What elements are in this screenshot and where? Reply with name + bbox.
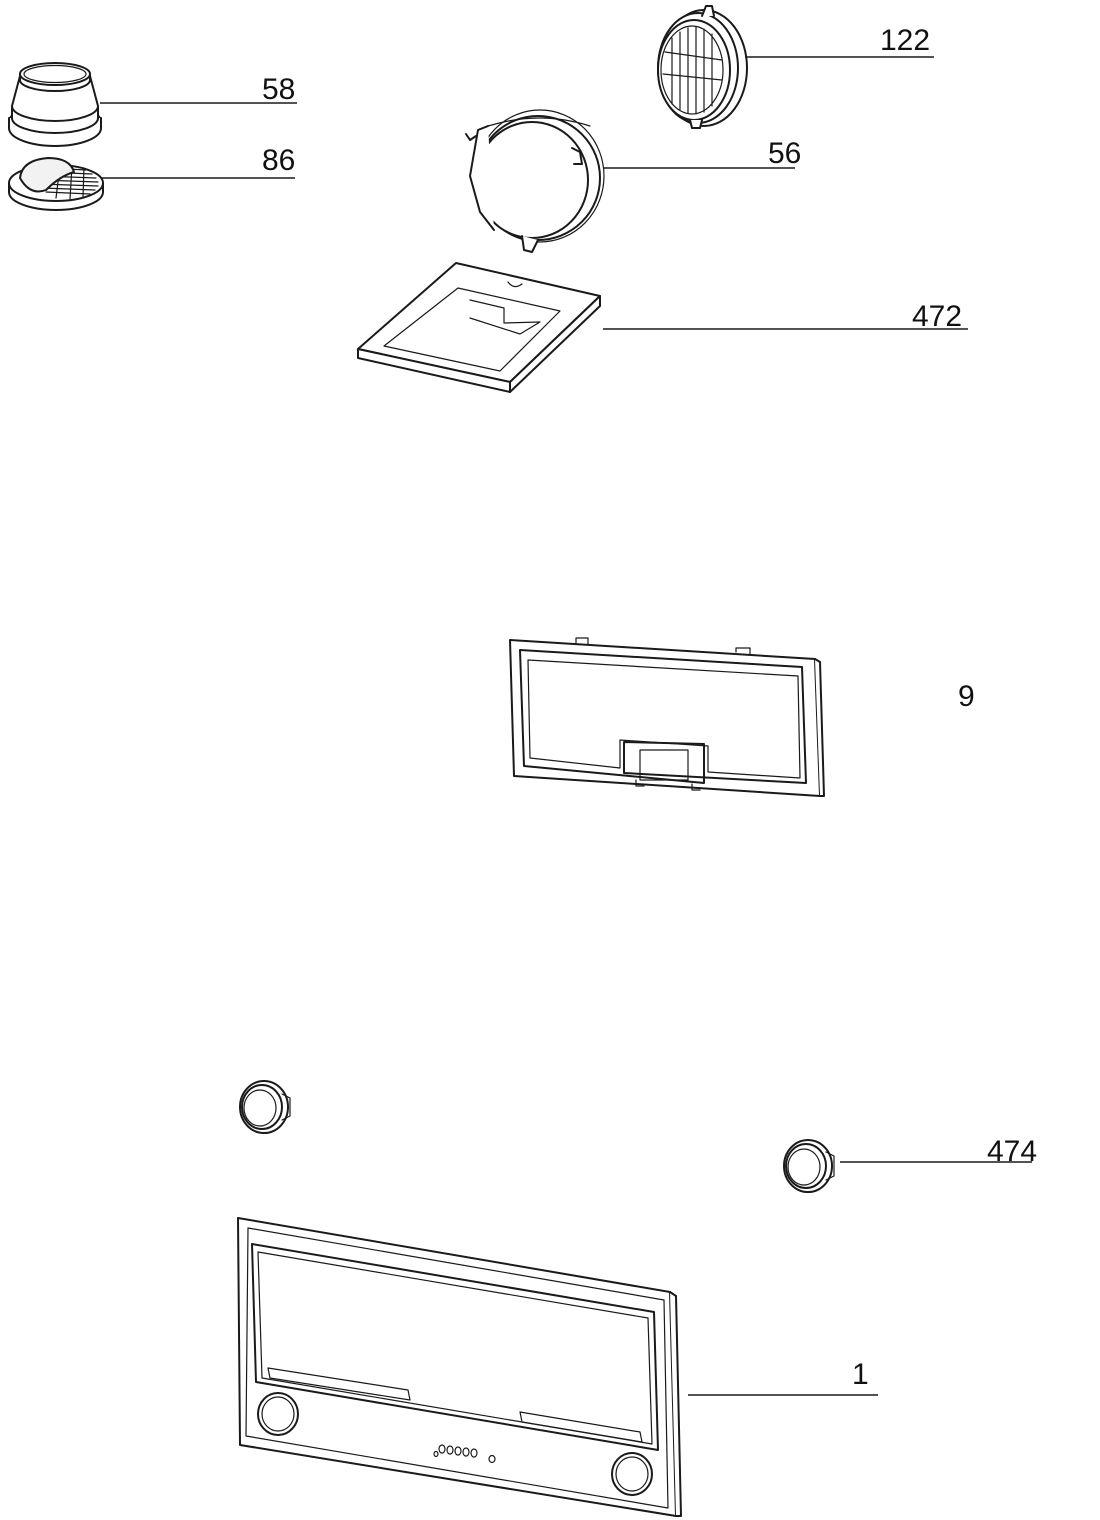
part-1-drawing — [237, 1217, 878, 1517]
part-56-label: 56 — [768, 137, 801, 170]
control-buttons — [433, 1444, 496, 1464]
part-1-label: 1 — [852, 1358, 869, 1391]
part-56-drawing — [465, 109, 795, 253]
part-122-drawing — [657, 5, 934, 129]
part-474-label: 474 — [987, 1135, 1037, 1168]
part-86-drawing — [8, 157, 295, 211]
part-9-drawing — [509, 637, 825, 797]
part-472-label: 472 — [912, 300, 962, 333]
part-58-label: 58 — [262, 73, 295, 106]
part-122-label: 122 — [880, 24, 930, 57]
part-472-drawing — [357, 262, 968, 393]
part-474-drawing — [239, 1080, 1032, 1193]
part-58-drawing — [8, 62, 297, 147]
part-86-label: 86 — [262, 144, 295, 177]
part-9-label: 9 — [958, 680, 975, 713]
